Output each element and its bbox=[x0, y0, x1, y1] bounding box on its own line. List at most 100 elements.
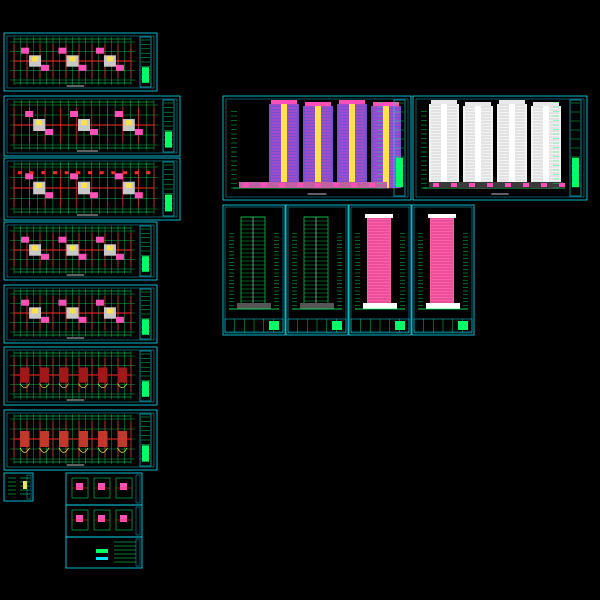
title-strip bbox=[135, 474, 141, 504]
dense-mark bbox=[53, 171, 57, 175]
dense-mark bbox=[111, 171, 116, 175]
stair-mark bbox=[32, 245, 39, 251]
arc bbox=[58, 447, 69, 453]
shopfront bbox=[469, 183, 475, 187]
sheet-inner-border bbox=[350, 206, 410, 334]
sheet-inner-border bbox=[287, 206, 347, 334]
side-elevation-4 bbox=[411, 204, 475, 336]
room-mark bbox=[58, 299, 67, 306]
sheet-inner-border bbox=[6, 98, 178, 154]
room-mark bbox=[115, 316, 124, 323]
arc bbox=[97, 383, 108, 389]
arc bbox=[97, 447, 108, 453]
stair-mark bbox=[106, 245, 113, 251]
room-mark bbox=[45, 129, 54, 135]
sheet-border bbox=[285, 204, 349, 336]
sheet-inner-border bbox=[6, 287, 155, 341]
title-block-fill bbox=[142, 319, 149, 335]
title-block-fill bbox=[142, 381, 149, 397]
room-mark bbox=[134, 192, 143, 199]
sheet-border bbox=[3, 95, 181, 157]
title-fill bbox=[332, 321, 342, 330]
room-mark bbox=[114, 111, 123, 117]
stair-mark bbox=[32, 308, 39, 314]
floor-plan-4 bbox=[3, 221, 158, 281]
floor-plan-7 bbox=[3, 409, 158, 471]
title-block bbox=[139, 36, 152, 88]
room-mark bbox=[41, 64, 50, 71]
tower-crown bbox=[365, 214, 393, 218]
roof-unit bbox=[98, 367, 108, 383]
roof-unit bbox=[39, 367, 49, 383]
roof-unit bbox=[20, 367, 30, 383]
roof-unit bbox=[78, 431, 88, 447]
room-mark bbox=[25, 173, 34, 180]
roof-unit bbox=[117, 367, 127, 383]
room-mark bbox=[78, 253, 87, 260]
dense-mark bbox=[18, 171, 22, 175]
title-block-fill bbox=[165, 131, 172, 148]
detail-sheets bbox=[3, 472, 143, 569]
sheet-border bbox=[222, 95, 412, 201]
podium bbox=[426, 303, 460, 309]
shopfront bbox=[523, 183, 529, 187]
shopfront bbox=[351, 183, 357, 187]
tower-crown bbox=[431, 100, 457, 104]
sheet-border bbox=[3, 346, 158, 406]
title-block bbox=[162, 99, 175, 153]
side-elevation-sheets bbox=[222, 204, 475, 336]
podium bbox=[239, 182, 387, 188]
room-mark bbox=[95, 299, 104, 306]
floor-plan-2 bbox=[3, 95, 181, 157]
tower-crown bbox=[533, 102, 559, 106]
dense-mark bbox=[123, 171, 127, 175]
room-mark bbox=[95, 236, 104, 243]
detail-fill bbox=[98, 483, 105, 490]
arc bbox=[39, 447, 50, 453]
sheet-inner-border bbox=[225, 98, 409, 198]
detail-fill bbox=[76, 515, 83, 522]
title-block-fill bbox=[165, 194, 172, 212]
sheet-border bbox=[3, 32, 158, 92]
shopfront bbox=[315, 183, 321, 187]
dense-mark bbox=[88, 171, 92, 175]
main-elevation-2 bbox=[412, 95, 588, 201]
title-block-fill bbox=[142, 67, 149, 83]
shopfront bbox=[505, 183, 511, 187]
room-mark bbox=[21, 299, 30, 306]
shopfront bbox=[369, 183, 375, 187]
tower-core bbox=[349, 104, 355, 188]
shopfront bbox=[243, 183, 249, 187]
title-block-fill bbox=[572, 157, 579, 188]
shopfront bbox=[279, 183, 285, 187]
stair-mark bbox=[125, 120, 132, 126]
sheet-border bbox=[3, 221, 158, 281]
room-mark bbox=[90, 192, 98, 199]
title-strip bbox=[26, 474, 32, 500]
tower-core bbox=[441, 104, 447, 188]
title-block-fill bbox=[142, 445, 149, 462]
sheet-inner-border bbox=[415, 98, 585, 198]
stair-mark bbox=[36, 182, 43, 188]
sheet-border bbox=[348, 204, 412, 336]
dense-mark bbox=[99, 171, 104, 175]
arc bbox=[78, 383, 89, 389]
sheet-inner-border bbox=[6, 35, 155, 89]
title-block bbox=[139, 350, 152, 402]
stair-mark bbox=[69, 245, 76, 251]
room-mark bbox=[115, 253, 124, 260]
roof-unit bbox=[20, 431, 30, 447]
shopfront bbox=[487, 183, 493, 187]
legend-block bbox=[96, 557, 108, 560]
room-mark bbox=[41, 316, 50, 323]
shopfront bbox=[261, 183, 267, 187]
room-mark bbox=[78, 316, 87, 323]
title-block-fill bbox=[142, 256, 149, 272]
title-block bbox=[393, 99, 406, 197]
tower-core bbox=[315, 106, 321, 188]
tower-core bbox=[281, 104, 287, 188]
tower-core bbox=[475, 106, 481, 188]
tower-crown bbox=[428, 214, 456, 218]
